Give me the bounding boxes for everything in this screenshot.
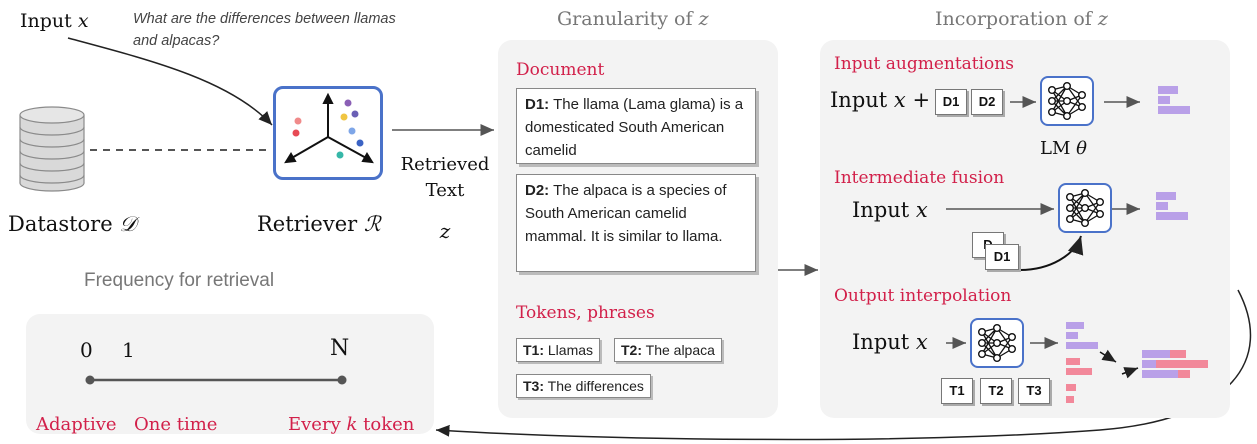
chip-t1: T1	[941, 378, 973, 404]
retriever-label: Retriever ℛ	[257, 212, 381, 236]
label-one-time: One time	[134, 414, 218, 435]
input-question: What are the differences between llamas …	[133, 11, 396, 49]
lm-box-3	[970, 318, 1024, 368]
tokens-heading: Tokens, phrases	[516, 303, 655, 323]
lm-box-1	[1040, 76, 1094, 126]
output-interp-heading: Output interpolation	[834, 286, 1012, 306]
incorporation-title: Incorporation of z	[935, 8, 1108, 30]
lm-box-2	[1058, 183, 1112, 233]
interpolation-bars	[1066, 322, 1208, 403]
tick-n: N	[330, 336, 350, 361]
chip-d1-front: D1	[985, 244, 1019, 270]
document-heading: Document	[516, 60, 605, 80]
token-t2: T2: The alpaca	[614, 338, 722, 362]
doc-d1: D1: The llama (Lama glama) is a domestic…	[516, 88, 756, 164]
retrieved-text-label: Retrieved Text z	[400, 154, 490, 243]
doc-d2: D2: The alpaca is a species of South Ame…	[516, 174, 756, 272]
intermediate-input: Input x	[852, 198, 928, 222]
input-to-retriever-arrow	[67, 37, 273, 126]
input-label: Input x	[20, 10, 89, 32]
tick-0: 0	[80, 338, 93, 362]
frequency-panel	[26, 314, 434, 434]
chip-t2: T2	[980, 378, 1012, 404]
chip-t3: T3	[1018, 378, 1050, 404]
input-aug-heading: Input augmentations	[834, 54, 1014, 74]
output-bars-2	[1156, 192, 1188, 220]
tick-1: 1	[122, 338, 135, 362]
label-every-k-token: Every k token	[288, 414, 415, 435]
lm-label: LM θ	[1040, 138, 1087, 159]
output-interp-input: Input x	[852, 330, 928, 354]
token-t1: T1: Llamas	[516, 338, 601, 362]
chip-d2: D2	[971, 89, 1003, 115]
input-aug-input: Input x +	[830, 88, 931, 112]
database-icon	[19, 106, 85, 192]
frequency-scale	[85, 375, 347, 385]
embedding-space-icon	[284, 92, 374, 164]
feedback-curve-arrow	[435, 289, 1252, 441]
label-adaptive: Adaptive	[36, 414, 117, 435]
neural-network-icon	[1065, 188, 1105, 228]
chip-d1: D1	[935, 89, 967, 115]
granularity-title: Granularity of z	[557, 8, 709, 30]
intermediate-heading: Intermediate fusion	[834, 168, 1005, 188]
output-bars-1	[1158, 86, 1190, 114]
neural-network-icon	[977, 323, 1017, 363]
frequency-title: Frequency for retrieval	[84, 270, 275, 291]
retriever-box	[273, 86, 383, 180]
token-t3: T3: The differences	[516, 374, 651, 398]
neural-network-icon	[1047, 81, 1087, 121]
datastore-label: Datastore 𝒟	[8, 212, 137, 236]
